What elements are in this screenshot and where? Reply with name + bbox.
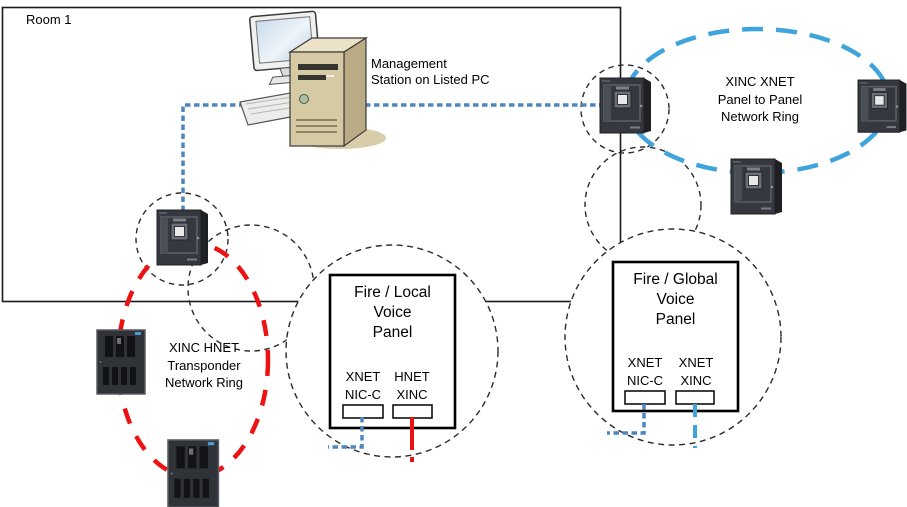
- local-panel-port2-label: HNET XINC: [394, 369, 430, 402]
- global-panel-title: Fire / Global Voice Panel: [633, 271, 718, 328]
- local-panel-port1-label: XNET NIC-C: [344, 369, 382, 402]
- management-pc-icon: [239, 10, 386, 149]
- callout-circle-left-panel: [135, 192, 229, 286]
- global-panel-port2-label: XNET XINC: [678, 355, 714, 388]
- local-panel-port-hnet-xinc: [392, 404, 433, 419]
- fire-panel-icon-room-left: [156, 209, 209, 266]
- transponder-icon-bottom: [167, 439, 220, 507]
- management-network-line: [181, 103, 618, 211]
- global-panel-box: [611, 260, 740, 413]
- global-panel-management-stub: [607, 404, 646, 435]
- xnet-ring-label: XINC XNET Panel to Panel Network Ring: [717, 74, 803, 124]
- local-panel-port-xnet-nic-c: [342, 404, 384, 419]
- fire-panel-icon-ring-right: [857, 79, 907, 133]
- callout-circle-top-panel: [580, 64, 670, 154]
- local-panel-management-stub: [328, 417, 364, 449]
- hnet-ring-label: XINC HNET Transponder Network Ring: [164, 340, 244, 390]
- fire-panel-icon-room-edge: [599, 77, 652, 134]
- global-panel-port1-label: XNET NIC-C: [626, 355, 664, 388]
- local-panel-box: [328, 273, 457, 430]
- global-panel-port-xnet-xinc: [675, 390, 715, 405]
- transponder-icon-top: [96, 329, 146, 395]
- local-panel-title: Fire / Local Voice Panel: [354, 284, 431, 341]
- room-label: Room 1: [26, 12, 72, 27]
- fire-panel-icon-ring-bottom: [730, 158, 783, 215]
- management-station-label: Management Station on Listed PC: [371, 56, 490, 87]
- global-panel-port-xnet-nic-c: [624, 390, 666, 405]
